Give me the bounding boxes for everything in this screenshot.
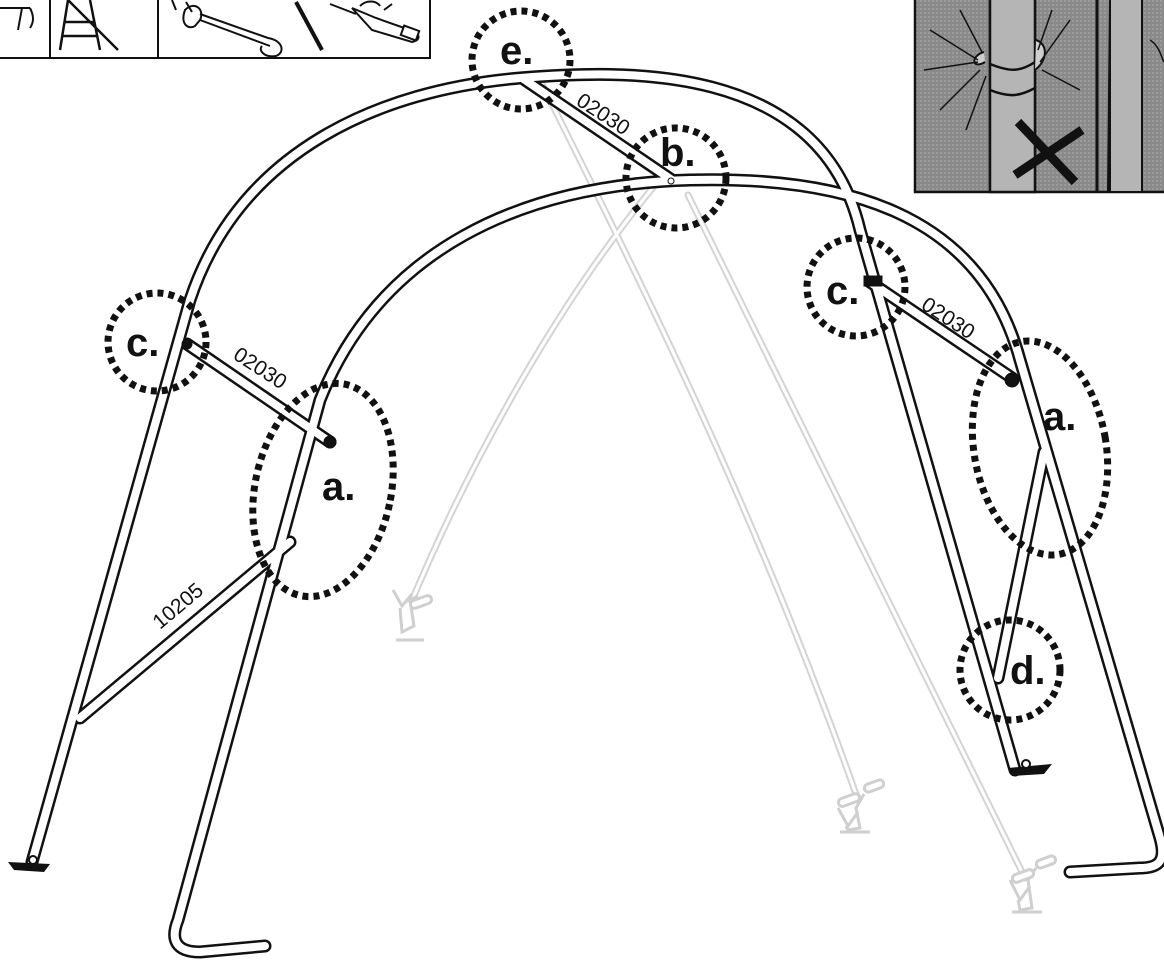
tools-panel — [0, 0, 431, 59]
callout-ring-c-left — [104, 289, 210, 395]
foot-plate-left — [8, 855, 50, 872]
callout-letter-a-right: a. — [1043, 395, 1076, 439]
ghost-stake-icons — [391, 589, 1058, 914]
prohibited-x-icon — [1012, 118, 1085, 186]
ghost-poles-core — [406, 78, 1027, 880]
callout-ring-c-right — [803, 234, 909, 340]
frame-tubes-core — [28, 70, 1164, 956]
fabric-tear-icon — [923, 0, 1164, 194]
callouts — [104, 7, 1112, 724]
warning-panel — [913, 0, 1164, 194]
tent-stake-icon — [0, 7, 34, 31]
callout-letter-e: e. — [500, 29, 533, 73]
callout-letter-b: b. — [660, 131, 696, 175]
callout-letter-c-right: c. — [826, 269, 859, 313]
screwdriver-icon — [294, 1, 324, 51]
callout-ring-d — [956, 616, 1064, 724]
drill-bit-icon — [329, 0, 421, 44]
foot-plate-right — [1008, 759, 1052, 776]
callout-letter-a-left: a. — [322, 465, 355, 509]
callout-ring-a-right — [968, 337, 1112, 559]
step-ladder-icon — [58, 0, 119, 51]
wrench-icon — [171, 0, 283, 58]
callout-letter-c-left: c. — [126, 321, 159, 365]
callout-letter-d: d. — [1010, 649, 1046, 693]
callout-ring-b — [622, 124, 730, 232]
callout-ring-e — [468, 7, 574, 113]
stake-icon — [836, 778, 886, 834]
callout-ring-a-left — [249, 379, 397, 601]
connector-pins — [181, 177, 1020, 449]
stake-icon — [391, 589, 434, 642]
stake-icon — [1008, 854, 1058, 914]
